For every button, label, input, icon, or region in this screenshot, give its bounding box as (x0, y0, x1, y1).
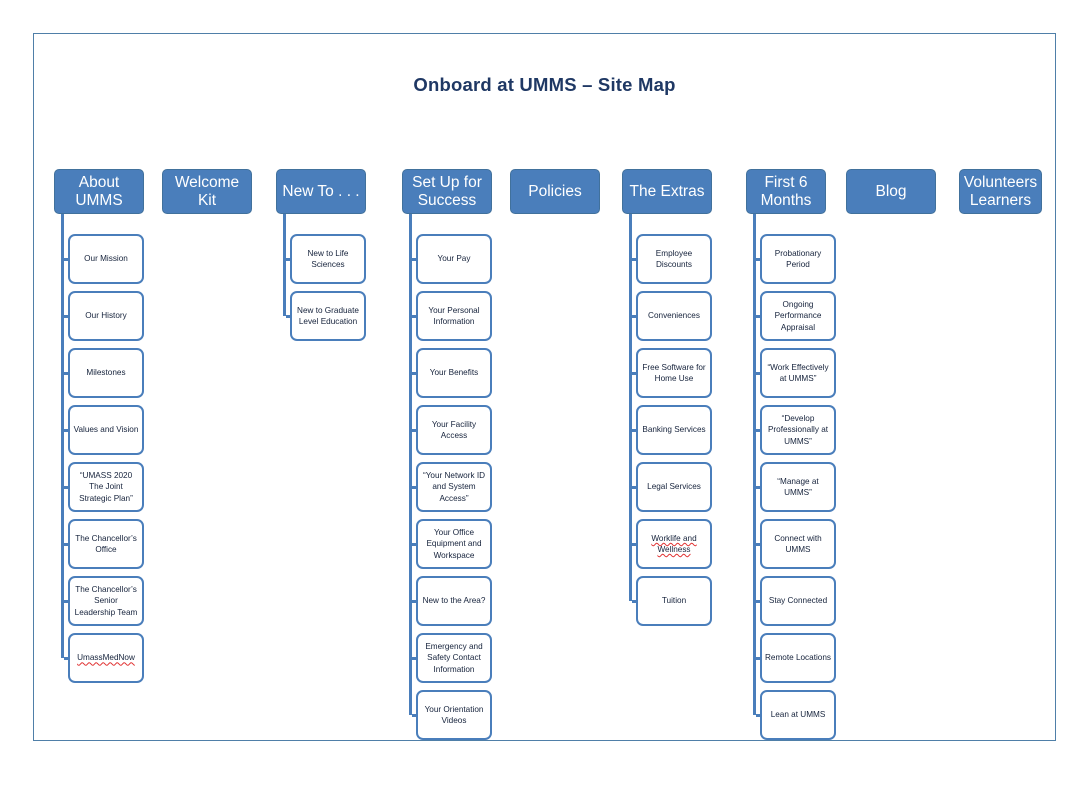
child-node-label: Tuition (661, 596, 687, 606)
child-node-label: Probationary Period (774, 248, 822, 269)
child-node-label: Values and Vision (73, 425, 139, 435)
connector-trunk-new-to (283, 214, 286, 316)
child-node[interactable]: Your Personal Information (416, 291, 492, 341)
child-node-label: New to Life Sciences (307, 248, 349, 269)
child-node[interactable]: Legal Services (636, 462, 712, 512)
connector-trunk-set-up-for-success (409, 214, 412, 715)
child-node-label: Worklife and Wellness (651, 533, 697, 554)
child-node-label: Stay Connected (768, 596, 828, 606)
header-node-volunteers-learners[interactable]: Volunteers Learners (959, 169, 1042, 214)
child-node-label: UmassMedNow (77, 653, 135, 663)
child-node[interactable]: New to Graduate Level Education (290, 291, 366, 341)
child-node-label: The Chancellor’s Office (75, 533, 137, 554)
child-node-label: Legal Services (647, 482, 701, 492)
child-node-label: Remote Locations (765, 653, 831, 663)
header-node-label: Welcome Kit (174, 174, 240, 209)
child-node[interactable]: Free Software for Home Use (636, 348, 712, 398)
child-node-label: New to the Area? (422, 596, 486, 606)
child-node-label: Your Pay (437, 254, 471, 264)
child-node[interactable]: Our Mission (68, 234, 144, 284)
child-node[interactable]: Banking Services (636, 405, 712, 455)
header-node-set-up-for-success[interactable]: Set Up for Success (402, 169, 492, 214)
child-node[interactable]: New to the Area? (416, 576, 492, 626)
header-node-welcome-kit[interactable]: Welcome Kit (162, 169, 252, 214)
child-node[interactable]: Conveniences (636, 291, 712, 341)
child-node-label: Your Orientation Videos (424, 704, 484, 725)
child-node[interactable]: Worklife and Wellness (636, 519, 712, 569)
child-node-label: Our History (85, 311, 127, 321)
child-node[interactable]: The Chancellor’s Senior Leadership Team (68, 576, 144, 626)
child-node-label: Ongoing Performance Appraisal (774, 300, 822, 332)
site-map-page: Onboard at UMMS – Site Map About UMMS Our… (33, 33, 1056, 741)
header-node-first-6-months[interactable]: First 6 Months (746, 169, 826, 214)
child-node[interactable]: Your Facility Access (416, 405, 492, 455)
header-node-policies[interactable]: Policies (510, 169, 600, 214)
child-node[interactable]: Milestones (68, 348, 144, 398)
header-node-label: The Extras (629, 182, 705, 200)
child-node[interactable]: Ongoing Performance Appraisal (760, 291, 836, 341)
header-node-label: First 6 Months (760, 174, 812, 209)
child-node[interactable]: The Chancellor’s Office (68, 519, 144, 569)
child-node[interactable]: Your Orientation Videos (416, 690, 492, 740)
child-node[interactable]: Lean at UMMS (760, 690, 836, 740)
child-node[interactable]: “UMASS 2020 The Joint Strategic Plan” (68, 462, 144, 512)
header-node-label: Set Up for Success (412, 174, 482, 209)
child-node[interactable]: “Work Effectively at UMMS” (760, 348, 836, 398)
child-node-label: Lean at UMMS (770, 710, 826, 720)
child-node[interactable]: Your Office Equipment and Workspace (416, 519, 492, 569)
child-node[interactable]: Emergency and Safety Contact Information (416, 633, 492, 683)
child-node-label: “Your Network ID and System Access” (422, 471, 486, 503)
child-node-label: “UMASS 2020 The Joint Strategic Plan” (79, 471, 133, 503)
page-title: Onboard at UMMS – Site Map (413, 74, 676, 95)
header-node-label: New To . . . (282, 182, 360, 200)
header-node-label: Volunteers Learners (963, 174, 1038, 209)
child-node[interactable]: Probationary Period (760, 234, 836, 284)
child-node[interactable]: Your Benefits (416, 348, 492, 398)
child-node-label: “Develop Professionally at UMMS” (767, 414, 829, 446)
child-node-label: Banking Services (642, 425, 706, 435)
child-node[interactable]: “Develop Professionally at UMMS” (760, 405, 836, 455)
child-node[interactable]: “Your Network ID and System Access” (416, 462, 492, 512)
child-node[interactable]: Employee Discounts (636, 234, 712, 284)
child-node-label: The Chancellor’s Senior Leadership Team (74, 585, 138, 617)
child-node-label: “Manage at UMMS” (777, 476, 819, 497)
header-node-blog[interactable]: Blog (846, 169, 936, 214)
header-node-about-umms[interactable]: About UMMS (54, 169, 144, 214)
child-node[interactable]: Your Pay (416, 234, 492, 284)
header-node-label: Blog (875, 182, 907, 200)
child-node[interactable]: “Manage at UMMS” (760, 462, 836, 512)
child-node-label: Emergency and Safety Contact Information (425, 642, 483, 674)
child-node[interactable]: Tuition (636, 576, 712, 626)
child-node-label: Your Office Equipment and Workspace (426, 528, 482, 560)
child-node[interactable]: Remote Locations (760, 633, 836, 683)
child-node-label: Connect with UMMS (774, 533, 822, 554)
child-node-label: Milestones (86, 368, 126, 378)
header-node-the-extras[interactable]: The Extras (622, 169, 712, 214)
connector-trunk-the-extras (629, 214, 632, 601)
child-node[interactable]: New to Life Sciences (290, 234, 366, 284)
header-node-label: About UMMS (75, 174, 123, 209)
child-node-label: Your Benefits (429, 368, 479, 378)
header-node-label: Policies (528, 182, 582, 200)
child-node-label: Free Software for Home Use (642, 362, 706, 383)
child-node-label: Conveniences (648, 311, 700, 321)
child-node-label: New to Graduate Level Education (297, 305, 359, 326)
child-node-label: Your Personal Information (428, 305, 480, 326)
child-node[interactable]: UmassMedNow (68, 633, 144, 683)
connector-trunk-about-umms (61, 214, 64, 658)
child-node[interactable]: Values and Vision (68, 405, 144, 455)
child-node-label: “Work Effectively at UMMS” (767, 362, 829, 383)
child-node-label: Employee Discounts (655, 248, 693, 269)
child-node[interactable]: Connect with UMMS (760, 519, 836, 569)
child-node-label: Your Facility Access (431, 419, 477, 440)
connector-trunk-first-6-months (753, 214, 756, 715)
child-node-label: Our Mission (84, 254, 128, 264)
header-node-new-to[interactable]: New To . . . (276, 169, 366, 214)
child-node[interactable]: Our History (68, 291, 144, 341)
child-node[interactable]: Stay Connected (760, 576, 836, 626)
